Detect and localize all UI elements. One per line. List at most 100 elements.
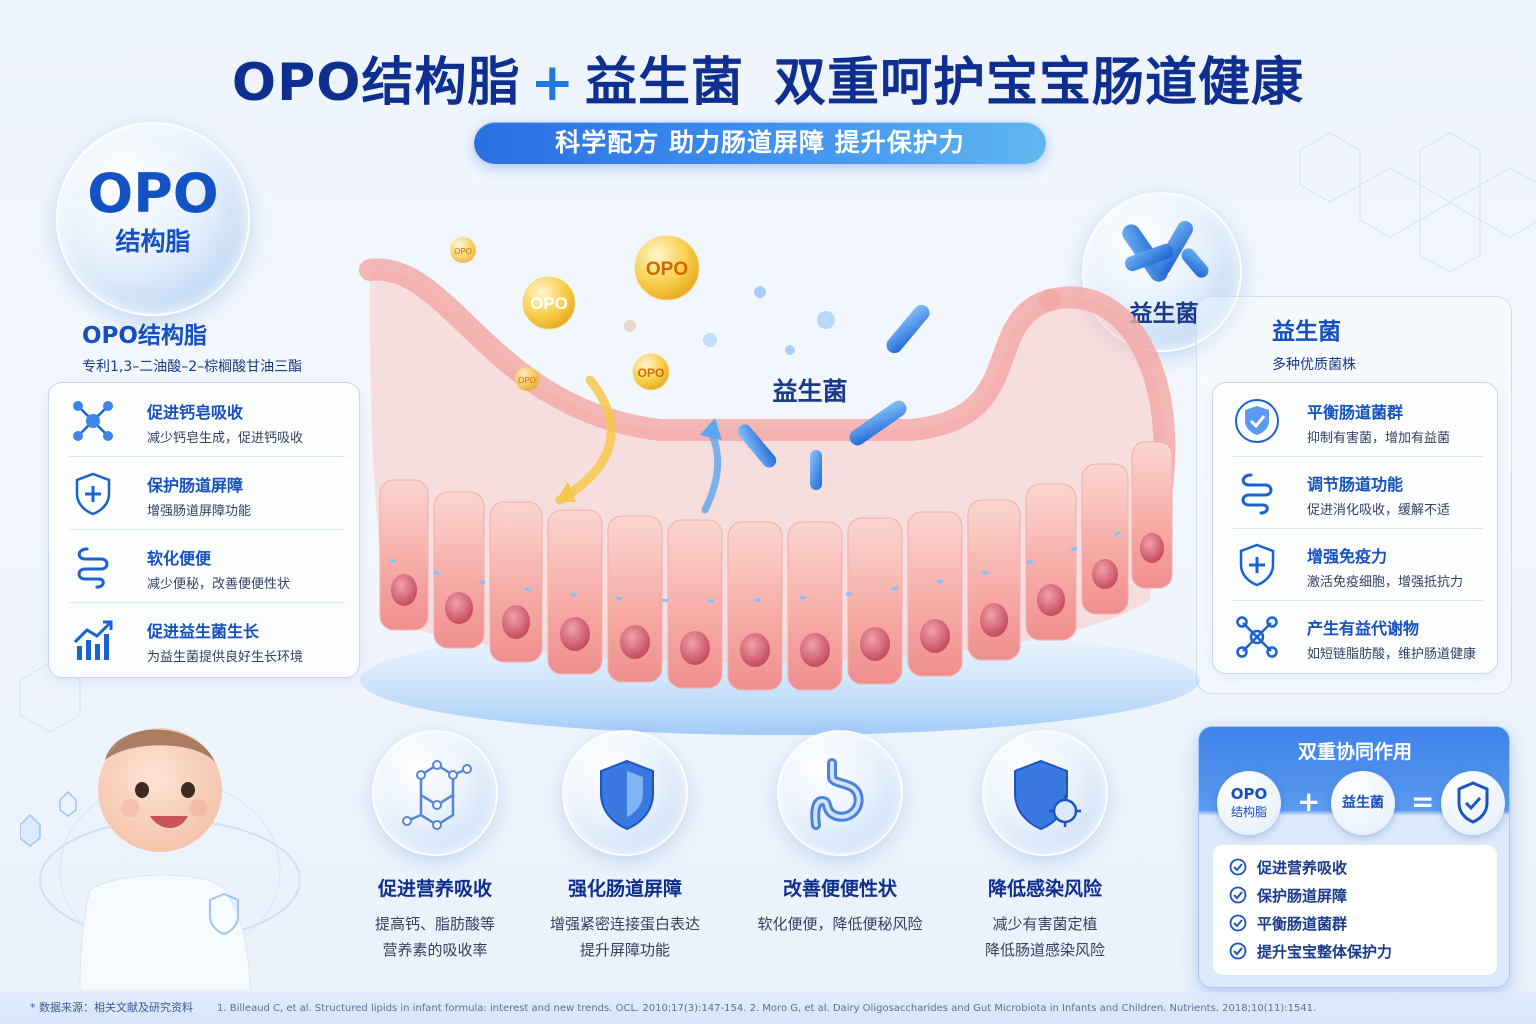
shield-plus-icon	[1239, 543, 1275, 587]
probiotic-benefits-panel: 平衡肠道菌群 抑制有害菌，增加有益菌 调节肠道功能 促进消化吸收，缓解不适 增强…	[1212, 382, 1498, 674]
probiotic-scene-label: 益生菌	[772, 377, 847, 406]
opo-section-header: OPO结构脂 专利1,3–二油酸–2–棕榈酸甘油三酯	[82, 316, 302, 376]
item-title: 软化便便	[147, 549, 212, 568]
list-item: 软化便便 减少便秘，改善便便性状	[49, 531, 359, 603]
feature-title: 改善便便性状	[782, 878, 897, 900]
list-item: 促进钙皂吸收 减少钙皂生成，促进钙吸收	[49, 385, 359, 457]
item-desc: 减少钙皂生成，促进钙吸收	[147, 431, 304, 446]
title-tagline: 双重呵护宝宝肠道健康	[774, 53, 1305, 113]
list-item: 促进营养吸收	[1229, 853, 1497, 881]
opo-section-subtitle: 专利1,3–二油酸–2–棕榈酸甘油三酯	[82, 359, 303, 375]
item-desc: 增强肠道屏障功能	[147, 504, 252, 519]
opo-bubble-big: OPO	[87, 162, 219, 225]
probiotic-section-title: 益生菌	[1272, 319, 1341, 345]
item-title: 保护肠道屏障	[147, 476, 244, 495]
item-desc: 激活免疫细胞，增强抵抗力	[1307, 575, 1464, 590]
item-title: 平衡肠道菌群	[1307, 403, 1404, 422]
title-plus: +	[530, 53, 576, 113]
intestine-icon	[77, 547, 109, 589]
check-circle-icon	[1229, 942, 1247, 960]
list-item: 产生有益代谢物 如短链脂肪酸，维护肠道健康	[1213, 601, 1497, 673]
item-desc: 减少便秘，改善便便性状	[147, 577, 291, 592]
feature-title: 强化肠道屏障	[567, 878, 682, 900]
feature-title: 降低感染风险	[987, 878, 1102, 900]
check-circle-icon	[1229, 886, 1247, 904]
shield-check-icon	[1235, 399, 1279, 443]
list-item: 保护肠道屏障	[1229, 881, 1497, 909]
probiotic-bubble-label: 益生菌	[1129, 301, 1199, 327]
opo-label: OPO	[530, 294, 568, 313]
baby-illustration	[20, 728, 300, 990]
feature-desc: 提高钙、脂肪酸等营养素的吸收率	[374, 915, 495, 959]
item-title: 增强免疫力	[1307, 547, 1388, 566]
equals-sign: =	[1411, 785, 1435, 818]
stomach-icon	[810, 758, 864, 830]
list-item: 提升宝宝整体保护力	[1229, 937, 1497, 965]
opo-label: OPO	[454, 247, 472, 256]
item-title: 产生有益代谢物	[1307, 619, 1420, 638]
molecule-icon	[73, 401, 113, 441]
item-desc: 如短链脂肪酸，维护肠道健康	[1307, 647, 1477, 662]
shield-check-icon	[1457, 781, 1489, 824]
synergy-result-circle	[1441, 771, 1505, 835]
item-title: 促进益生菌生长	[147, 622, 260, 641]
list-item: 平衡肠道菌群 抑制有害菌，增加有益菌	[1213, 385, 1497, 457]
footer-source: * 数据来源：相关文献及研究资料	[30, 1001, 193, 1014]
epithelial-cells	[379, 441, 1173, 691]
opo-molecules: OPO OPO OPO OPO OPO	[450, 235, 700, 391]
feature-infection: 降低感染风险 减少有害菌定植降低肠道感染风险	[955, 730, 1135, 963]
absorption-arrow	[555, 375, 616, 505]
subtitle-banner: 科学配方 助力肠道屏障 提升保护力	[474, 122, 1046, 164]
list-item: 增强免疫力 激活免疫细胞，增强抵抗力	[1213, 529, 1497, 601]
feature-title: 促进营养吸收	[377, 878, 492, 900]
title-opo: OPO结构脂	[231, 53, 521, 113]
tight-junctions	[389, 518, 1151, 603]
molecule-network-icon	[402, 760, 472, 830]
feature-desc: 增强紧密连接蛋白表达提升屏障功能	[549, 915, 700, 959]
title-probiotic: 益生菌	[585, 53, 745, 113]
opo-benefits-panel: 促进钙皂吸收 减少钙皂生成，促进钙吸收 保护肠道屏障 增强肠道屏障功能 软化便便…	[48, 382, 360, 678]
item-title: 促进钙皂吸收	[147, 403, 244, 422]
item-desc: 促进消化吸收，缓解不适	[1307, 503, 1451, 518]
opo-label: OPO	[518, 376, 536, 385]
shield-icon	[600, 759, 654, 831]
list-item: 促进益生菌生长 为益生菌提供良好生长环境	[49, 604, 359, 676]
feature-stool: 改善便便性状 软化便便，降低便秘风险	[750, 730, 930, 937]
opo-bubble: OPO 结构脂	[56, 122, 250, 316]
molecule-icon	[1236, 616, 1278, 658]
footer-references: * 数据来源：相关文献及研究资料 1. Billeaud C, et al. St…	[0, 992, 1536, 1024]
probiotic-section-header: 益生菌 多种优质菌株	[1272, 312, 1356, 374]
opo-label: OPO	[638, 366, 665, 380]
item-desc: 为益生菌提供良好生长环境	[147, 650, 304, 665]
synergy-benefit-list: 促进营养吸收 保护肠道屏障 平衡肠道菌群 提升宝宝整体保护力	[1213, 845, 1497, 975]
item-desc: 抑制有害菌，增加有益菌	[1307, 431, 1451, 446]
plus-sign: +	[1297, 785, 1321, 818]
growth-chart-icon	[73, 620, 113, 660]
probiotic-bubble: 益生菌	[1082, 192, 1242, 352]
probiotic-section-subtitle: 多种优质菌株	[1272, 357, 1356, 373]
footer-citations: 1. Billeaud C, et al. Structured lipids …	[217, 1003, 1317, 1014]
list-item: 平衡肠道菌群	[1229, 909, 1497, 937]
feature-desc: 减少有害菌定植降低肠道感染风险	[984, 915, 1105, 959]
intestine-illustration: OPO OPO OPO OPO OPO 益生菌	[359, 235, 1200, 735]
opo-label: OPO	[646, 259, 688, 280]
intestine-icon	[1241, 473, 1273, 515]
synergy-probiotic-circle: 益生菌	[1331, 771, 1395, 835]
probiotic-arrow	[701, 426, 722, 514]
opo-section-title: OPO结构脂	[82, 323, 207, 349]
shield-plus-icon	[75, 472, 111, 516]
item-title: 调节肠道功能	[1307, 475, 1404, 494]
page-title: OPO结构脂+益生菌双重呵护宝宝肠道健康	[0, 40, 1536, 115]
probiotic-bacteria	[624, 286, 930, 490]
list-item: 调节肠道功能 促进消化吸收，缓解不适	[1213, 457, 1497, 529]
feature-desc: 软化便便，降低便秘风险	[757, 915, 923, 933]
opo-bubble-small: 结构脂	[115, 227, 191, 256]
list-item: 保护肠道屏障 增强肠道屏障功能	[49, 458, 359, 530]
synergy-title: 双重协同作用	[1297, 741, 1412, 763]
bacteria-icon	[1122, 220, 1209, 282]
synergy-panel: 双重协同作用 OPO 结构脂 + 益生菌 = 促进营养吸收 保护肠道屏障 平衡肠…	[1198, 726, 1510, 988]
shield-virus-icon	[1014, 759, 1081, 831]
feature-barrier: 强化肠道屏障 增强紧密连接蛋白表达提升屏障功能	[535, 730, 715, 963]
check-circle-icon	[1229, 914, 1247, 932]
feature-nutrient-absorption: 促进营养吸收 提高钙、脂肪酸等营养素的吸收率	[345, 730, 525, 963]
